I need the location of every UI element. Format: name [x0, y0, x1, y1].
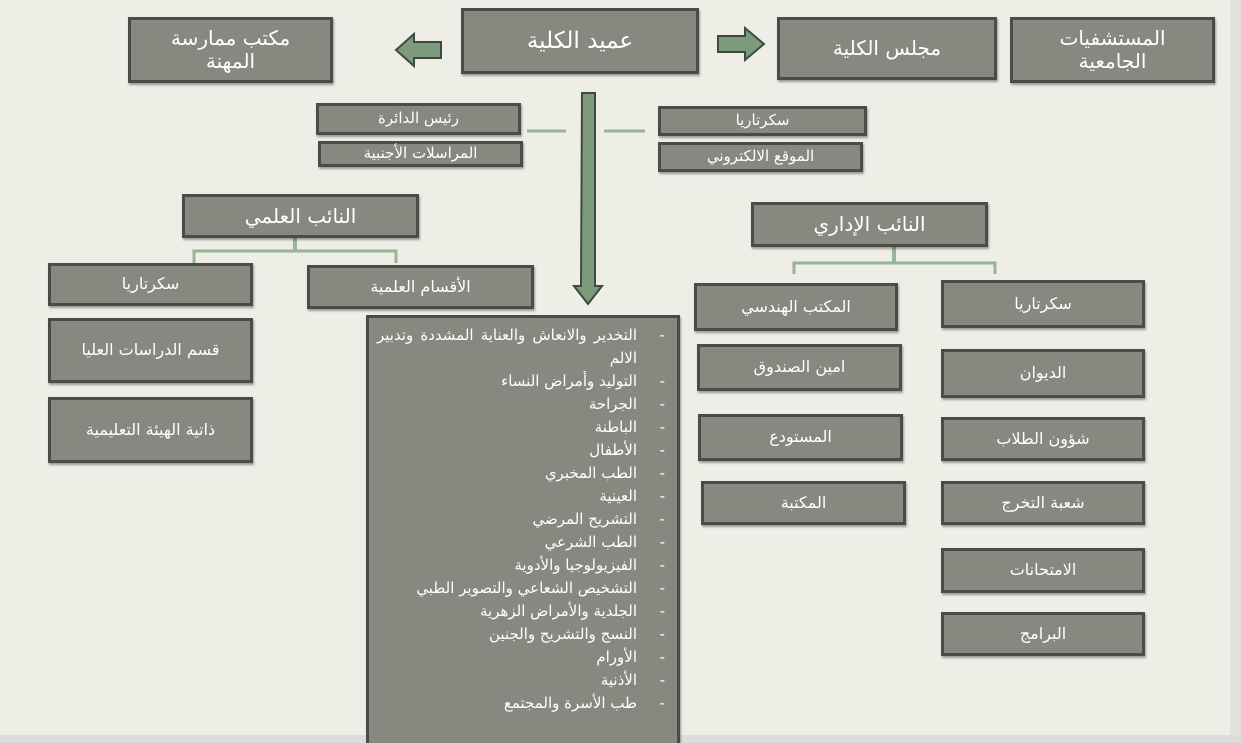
scientific-deputy-label: النائب العلمي [244, 203, 357, 228]
practice-office-box: مكتب ممارسة المهنة [128, 17, 333, 83]
arrow-left-icon [394, 31, 442, 69]
university-hospitals-line2: الجامعية [1078, 49, 1147, 73]
department-item: الجراحة [369, 393, 677, 416]
department-item: الأذنية [369, 669, 677, 692]
graduate-studies-box: قسم الدراسات العليا [48, 318, 253, 383]
practice-office-line2: المهنة [205, 49, 256, 73]
scientific-departments-box: الأقسام العلمية [307, 265, 534, 309]
practice-office-line1: مكتب ممارسة [170, 26, 291, 50]
department-item: التشخيص الشعاعي والتصوير الطبي [369, 577, 677, 600]
exams-box: الامتحانات [941, 548, 1145, 593]
engineering-office-label: المكتب الهندسي [741, 296, 851, 316]
graduate-studies-label: قسم الدراسات العليا [81, 340, 220, 360]
foreign-correspondence-box: المراسلات الأجنبية [318, 141, 523, 167]
faculty-council-label: مجلس الكلية [832, 36, 942, 60]
scientific-departments-label: الأقسام العلمية [370, 276, 471, 296]
head-of-department-label: رئيس الدائرة [378, 109, 459, 128]
graduation-box: شعبة التخرج [941, 481, 1145, 525]
library-label: المكتبة [780, 492, 827, 512]
department-item: الطب المخبري [369, 462, 677, 485]
department-item: العينية [369, 485, 677, 508]
faculty-self-label: ذاتية الهيئة التعليمية [85, 419, 216, 439]
department-item: طب الأسرة والمجتمع [369, 692, 677, 715]
faculty-self-box: ذاتية الهيئة التعليمية [48, 397, 253, 463]
university-hospitals-box: المستشفيات الجامعية [1010, 17, 1215, 83]
library-box: المكتبة [701, 481, 906, 525]
foreign-correspondence-label: المراسلات الأجنبية [363, 144, 478, 163]
arrow-right-icon [717, 25, 766, 63]
bracket-scientific [192, 249, 398, 263]
head-of-department-box: رئيس الدائرة [316, 103, 521, 135]
programs-label: البرامج [1019, 623, 1067, 643]
faculty-council-box: مجلس الكلية [777, 17, 997, 80]
department-item: التخدير والانعاش والعناية المشددة وتدبير… [369, 324, 677, 370]
administrative-deputy-box: النائب الإداري [751, 202, 988, 247]
department-item: الأطفال [369, 439, 677, 462]
warehouse-box: المستودع [698, 414, 903, 461]
diwan-box: الديوان [941, 349, 1145, 398]
department-item: الطب الشرعي [369, 531, 677, 554]
website-box: الموقع الالكتروني [658, 142, 863, 172]
administrative-deputy-label: النائب الإداري [813, 212, 926, 236]
dean-box: عميد الكلية [461, 8, 699, 74]
website-label: الموقع الالكتروني [706, 147, 815, 166]
dean-secretariat-label: سكرتاريا [735, 111, 790, 130]
exams-label: الامتحانات [1009, 560, 1077, 580]
department-item: الباطنة [369, 416, 677, 439]
department-item: الأورام [369, 646, 677, 669]
treasurer-label: امين الصندوق [753, 357, 846, 377]
scroll-edge [1230, 0, 1241, 743]
department-item: الفيزيولوجيا والأدوية [369, 554, 677, 577]
student-affairs-label: شؤون الطلاب [996, 428, 1090, 448]
dean-secretariat-box: سكرتاريا [658, 106, 867, 136]
department-item: التشريح المرضي [369, 508, 677, 531]
student-affairs-box: شؤون الطلاب [941, 417, 1145, 461]
dean-label: عميد الكلية [526, 27, 634, 54]
department-item: التوليد وأمراض النساء [369, 370, 677, 393]
arrow-down-icon [571, 92, 605, 306]
bracket-administrative [792, 261, 997, 274]
scientific-deputy-box: النائب العلمي [182, 194, 419, 238]
scientific-secretariat-box: سكرتاريا [48, 263, 253, 306]
treasurer-box: امين الصندوق [697, 344, 902, 391]
programs-box: البرامج [941, 612, 1145, 656]
departments-list-box: التخدير والانعاش والعناية المشددة وتدبير… [366, 315, 680, 743]
warehouse-label: المستودع [769, 427, 832, 447]
scientific-secretariat-label: سكرتاريا [121, 274, 180, 294]
admin-secretariat-label: سكرتاريا [1014, 293, 1072, 313]
university-hospitals-line1: المستشفيات [1059, 26, 1166, 50]
diwan-label: الديوان [1019, 363, 1067, 383]
admin-secretariat-box: سكرتاريا [941, 280, 1145, 328]
graduation-label: شعبة التخرج [1001, 492, 1085, 512]
engineering-office-box: المكتب الهندسي [694, 283, 898, 331]
department-item: الجلدية والأمراض الزهرية [369, 600, 677, 623]
department-item: النسج والتشريح والجنين [369, 623, 677, 646]
